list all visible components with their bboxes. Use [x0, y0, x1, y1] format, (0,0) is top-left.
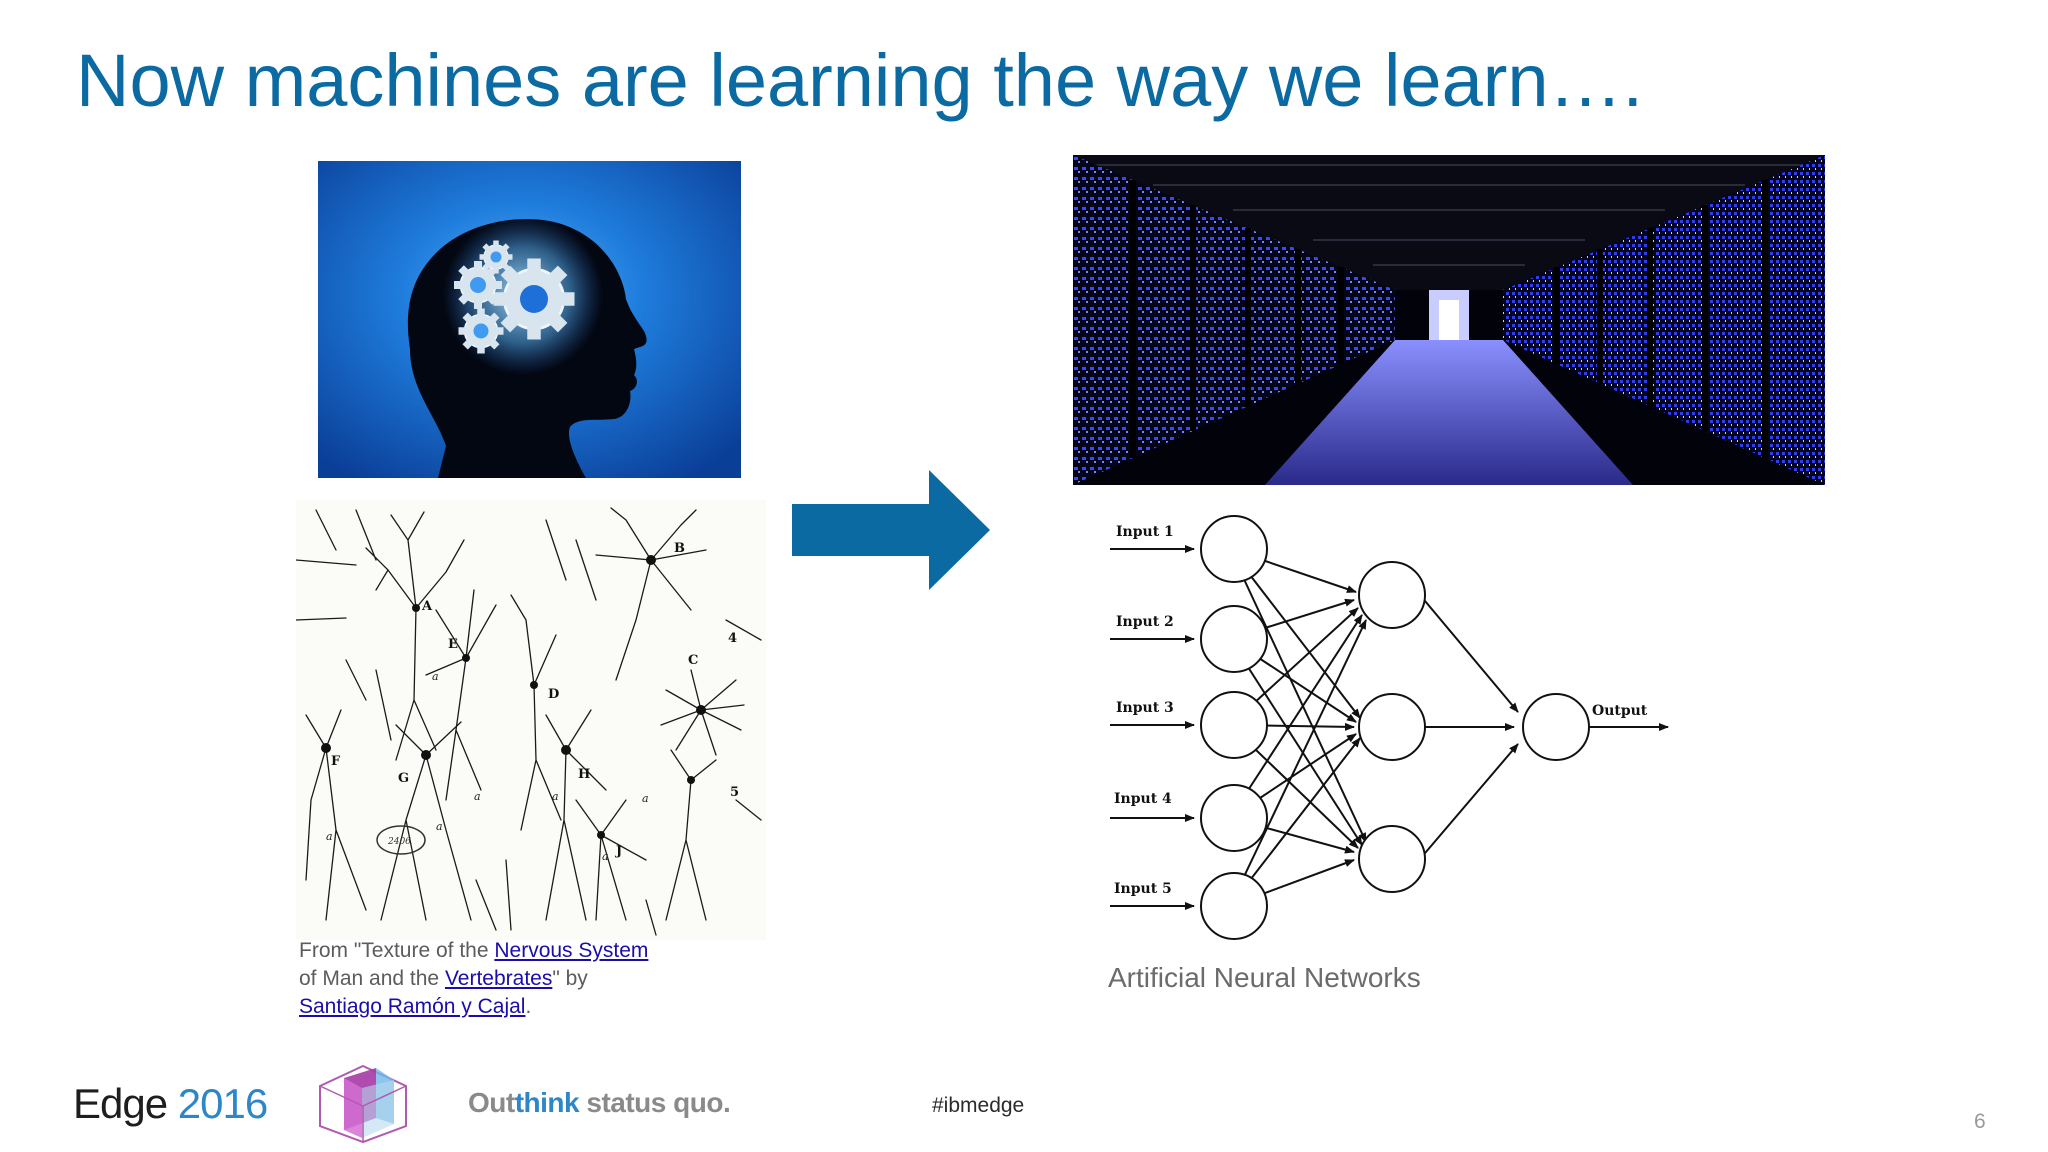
input-label: Input 4 [1114, 791, 1172, 807]
drawing-label: E [448, 637, 458, 652]
drawing-label: a [326, 830, 333, 843]
hidden-neuron [1358, 825, 1426, 893]
drawing-label: H [578, 767, 590, 782]
footer-tagline: Outthink status quo. [468, 1087, 731, 1119]
ann-caption: Artificial Neural Networks [1108, 962, 1421, 993]
hidden-neuron [1358, 693, 1426, 761]
page-number: 6 [1974, 1110, 1986, 1133]
edge-2016-logo: Edge 2016 [73, 1080, 268, 1128]
drawing-label: B [674, 541, 685, 556]
drawing-label: A [421, 599, 433, 614]
edge-cube-logo-icon [314, 1064, 412, 1144]
neuron-caption: From "Texture of the Nervous System of M… [299, 937, 648, 1021]
footer-hashtag: #ibmedge [932, 1094, 1025, 1117]
caption-text: . [525, 995, 532, 1018]
drawing-label: a [474, 790, 481, 803]
drawing-label: a [432, 670, 439, 683]
caption-text: From "Texture of the [299, 939, 495, 962]
tagline-accent: think [514, 1087, 580, 1118]
input-label: Input 2 [1116, 614, 1174, 630]
input-neuron [1200, 515, 1268, 583]
input-label: Input 3 [1116, 700, 1174, 716]
caption-text: of Man and the [299, 967, 445, 990]
head-gears-image [318, 161, 741, 478]
drawing-label: D [548, 687, 559, 702]
drawing-label: J [615, 844, 622, 859]
caption-text: " by [552, 967, 588, 990]
santiago-ramon-y-cajal-link[interactable]: Santiago Ramón y Cajal [299, 995, 526, 1018]
output-neuron [1522, 693, 1590, 761]
drawing-label: a [642, 792, 649, 805]
drawing-stamp: 2406 [387, 837, 411, 847]
drawing-label: 4 [728, 631, 737, 646]
input-neuron [1200, 784, 1268, 852]
tagline-text: status quo. [579, 1087, 731, 1118]
input-neuron [1200, 605, 1268, 673]
edge-year: 2016 [177, 1080, 268, 1127]
drawing-label: C [688, 653, 698, 668]
input-label: Input 1 [1116, 524, 1174, 540]
tagline-text: Out [468, 1087, 515, 1118]
data-center-image [1073, 155, 1825, 485]
drawing-label: a [552, 790, 559, 803]
drawing-label: a [602, 850, 609, 863]
input-neuron [1200, 872, 1268, 940]
edge-word: Edge [73, 1080, 168, 1127]
input-label: Input 5 [1114, 881, 1172, 897]
hidden-neuron [1358, 561, 1426, 629]
drawing-label: a [436, 820, 443, 833]
drawing-label: F [331, 754, 341, 769]
drawing-label: G [398, 771, 409, 786]
neural-network-diagram: Input 1 Input 2 Input 3 Input 4 Input 5 … [1100, 500, 1700, 950]
vertebrates-link[interactable]: Vertebrates [444, 967, 553, 990]
right-arrow-icon [792, 470, 990, 590]
drawing-label: 5 [730, 785, 739, 800]
input-neuron [1200, 691, 1268, 759]
cajal-neuron-drawing: A B C D E F G H J 4 5 a a a a a a a 2 [296, 500, 766, 940]
output-label: Output [1592, 703, 1648, 719]
slide-title: Now machines are learning the way we lea… [76, 39, 1644, 122]
nervous-system-link[interactable]: Nervous System [494, 939, 649, 962]
